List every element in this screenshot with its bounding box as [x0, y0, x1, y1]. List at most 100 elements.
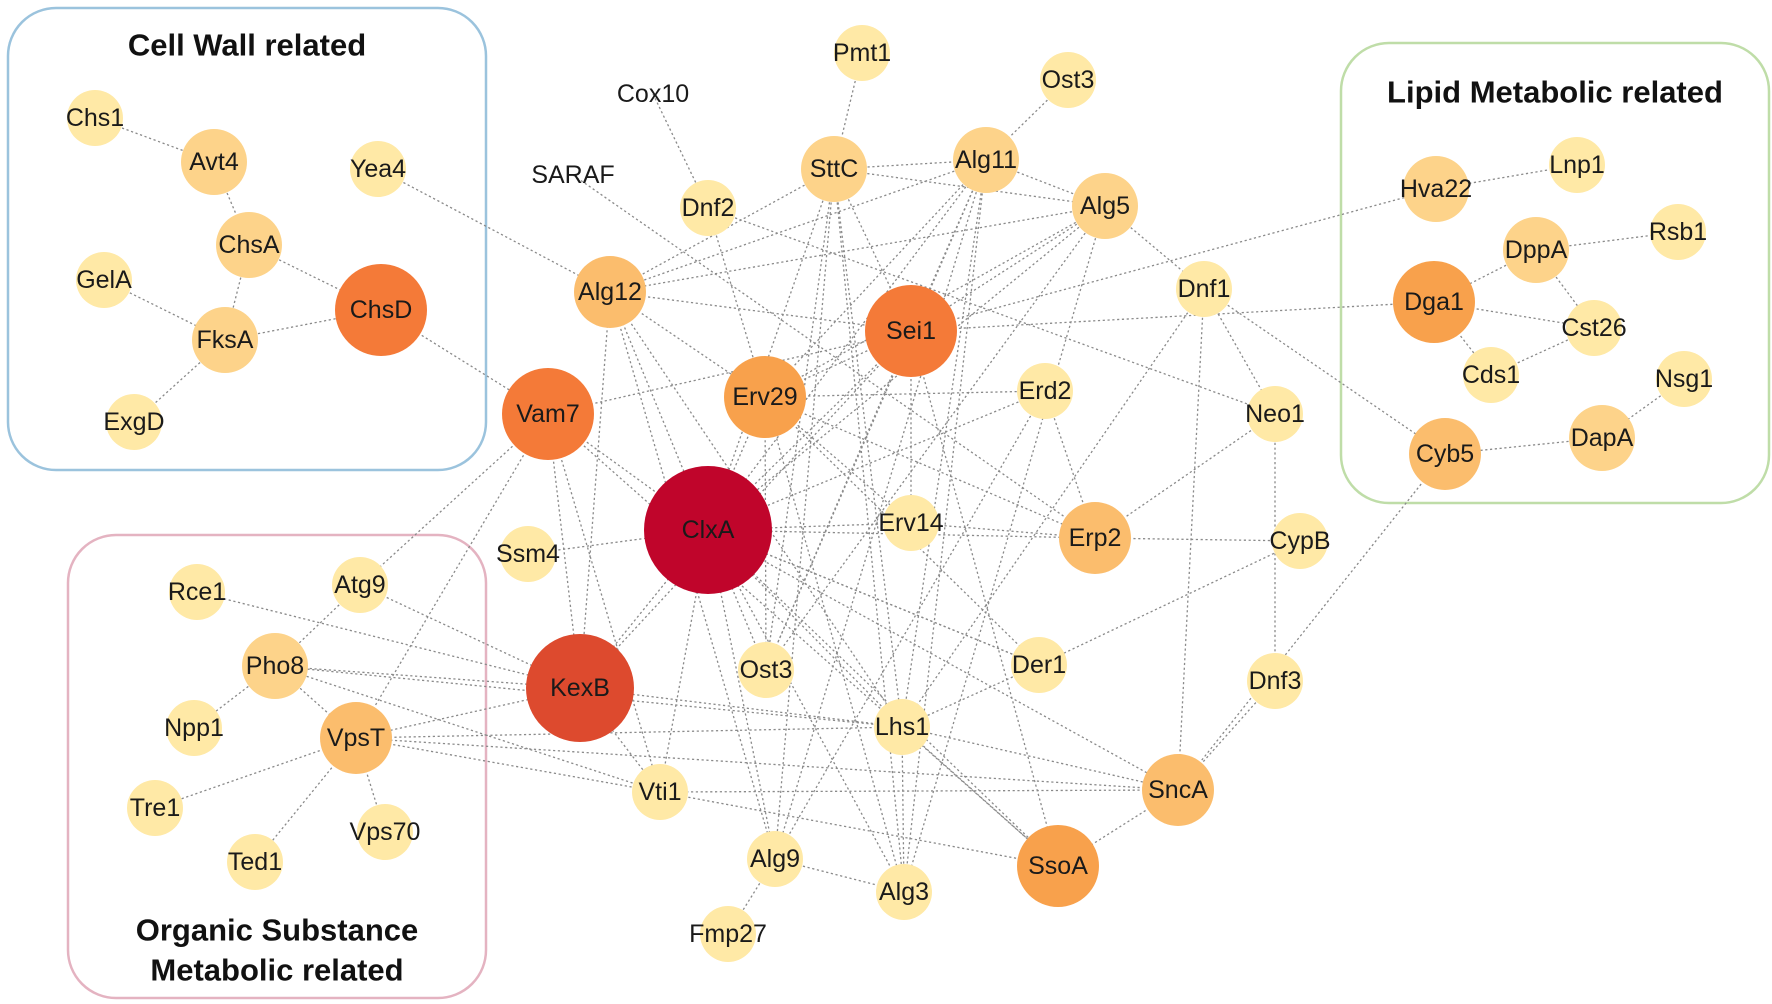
node-ted1[interactable]: Ted1: [227, 834, 283, 890]
edge-clxa-snca: [707, 529, 1179, 791]
node-ost3a[interactable]: Ost3: [1040, 52, 1096, 108]
node-circle-der1: [1011, 637, 1067, 693]
node-dnf2[interactable]: Dnf2: [680, 180, 736, 236]
edge-sttc-alg9: [774, 168, 835, 860]
node-cds1[interactable]: Cds1: [1462, 347, 1520, 403]
node-der1[interactable]: Der1: [1011, 637, 1067, 693]
node-circle-kexb: [526, 634, 634, 742]
edge-snca-vti1: [659, 789, 1179, 793]
node-label-snca: SncA: [1148, 776, 1208, 804]
node-circle-dppa: [1503, 217, 1569, 283]
node-vpst[interactable]: VpsT: [320, 702, 392, 774]
node-ost3b[interactable]: Ost3: [738, 642, 794, 698]
node-snca[interactable]: SncA: [1142, 754, 1214, 826]
node-clxa[interactable]: ClxA: [644, 466, 772, 594]
node-saraf[interactable]: SARAF: [531, 161, 614, 189]
edge-alg5-alg12: [609, 205, 1106, 293]
node-ssm4[interactable]: Ssm4: [496, 526, 560, 582]
node-cypb[interactable]: CypB: [1269, 513, 1331, 569]
node-label-avt4: Avt4: [189, 148, 239, 176]
node-circle-dnf1: [1176, 261, 1232, 317]
node-label-lhs1: Lhs1: [875, 713, 929, 741]
node-nsg1[interactable]: Nsg1: [1655, 351, 1713, 407]
edge-alg11-erv29: [764, 159, 987, 398]
node-label-erv14: Erv14: [878, 509, 943, 537]
node-erv14[interactable]: Erv14: [878, 495, 944, 551]
edge-lhs1-pho8: [274, 665, 903, 728]
node-label-alg9: Alg9: [750, 845, 800, 873]
node-circle-alg12: [574, 256, 646, 328]
node-yea4[interactable]: Yea4: [350, 141, 406, 197]
node-chs1[interactable]: Chs1: [66, 90, 124, 146]
node-pmt1[interactable]: Pmt1: [833, 25, 891, 81]
edge-alg11-lhs1: [901, 159, 987, 728]
node-circle-snca: [1142, 754, 1214, 826]
node-dnf1[interactable]: Dnf1: [1176, 261, 1232, 317]
node-circle-ost3a: [1040, 52, 1096, 108]
node-vps70[interactable]: Vps70: [350, 804, 421, 860]
node-dppa[interactable]: DppA: [1503, 217, 1569, 283]
node-circle-chsa: [216, 212, 282, 278]
node-erv29[interactable]: Erv29: [724, 356, 806, 438]
node-kexb[interactable]: KexB: [526, 634, 634, 742]
node-tre1[interactable]: Tre1: [127, 780, 183, 836]
node-avt4[interactable]: Avt4: [181, 129, 247, 195]
node-cyb5[interactable]: Cyb5: [1409, 418, 1481, 490]
node-label-dnf3: Dnf3: [1249, 667, 1302, 695]
node-alg12[interactable]: Alg12: [574, 256, 646, 328]
node-fmp27[interactable]: Fmp27: [689, 906, 767, 962]
node-chsa[interactable]: ChsA: [216, 212, 282, 278]
node-label-ssm4: Ssm4: [496, 540, 560, 568]
node-label-dga1: Dga1: [1404, 288, 1464, 316]
node-circle-ssm4: [500, 526, 556, 582]
edge-sei1-ssoa: [910, 330, 1059, 867]
node-sttc[interactable]: SttC: [801, 136, 867, 202]
node-hva22[interactable]: Hva22: [1400, 156, 1472, 222]
node-gela[interactable]: GelA: [76, 252, 132, 308]
edge-dnf1-cyb5: [1203, 288, 1446, 455]
node-circle-alg11: [953, 127, 1019, 193]
node-circle-rsb1: [1650, 204, 1706, 260]
node-circle-lnp1: [1549, 137, 1605, 193]
node-exgd[interactable]: ExgD: [103, 394, 165, 450]
node-pho8[interactable]: Pho8: [242, 633, 308, 699]
node-circle-fksa: [192, 307, 258, 373]
node-neo1[interactable]: Neo1: [1245, 386, 1305, 442]
node-dga1[interactable]: Dga1: [1393, 261, 1475, 343]
node-sei1[interactable]: Sei1: [865, 285, 957, 377]
node-rsb1[interactable]: Rsb1: [1649, 204, 1707, 260]
node-lhs1[interactable]: Lhs1: [874, 699, 930, 755]
node-label-yea4: Yea4: [350, 155, 406, 183]
node-dapa[interactable]: DapA: [1569, 405, 1635, 471]
node-dnf3[interactable]: Dnf3: [1247, 653, 1303, 709]
node-alg3[interactable]: Alg3: [876, 864, 932, 920]
node-erd2[interactable]: Erd2: [1017, 363, 1073, 419]
node-label-rce1: Rce1: [168, 578, 226, 606]
edge-sei1-dga1: [910, 301, 1435, 332]
node-erp2[interactable]: Erp2: [1059, 502, 1131, 574]
node-cst26[interactable]: Cst26: [1561, 300, 1627, 356]
node-fksa[interactable]: FksA: [192, 307, 258, 373]
node-chsd[interactable]: ChsD: [335, 264, 427, 356]
node-circle-erd2: [1017, 363, 1073, 419]
node-ssoa[interactable]: SsoA: [1017, 825, 1099, 907]
node-atg9[interactable]: Atg9: [332, 557, 388, 613]
node-npp1[interactable]: Npp1: [164, 700, 224, 756]
node-label-cst26: Cst26: [1561, 314, 1626, 342]
node-vti1[interactable]: Vti1: [632, 764, 688, 820]
node-label-pho8: Pho8: [246, 652, 304, 680]
node-alg5[interactable]: Alg5: [1072, 173, 1138, 239]
node-label-ted1: Ted1: [228, 848, 282, 876]
node-circle-tre1: [127, 780, 183, 836]
node-circle-cypb: [1272, 513, 1328, 569]
node-cox10[interactable]: Cox10: [617, 80, 689, 108]
node-circle-fmp27: [700, 906, 756, 962]
node-vam7[interactable]: Vam7: [502, 368, 594, 460]
node-circle-exgd: [106, 394, 162, 450]
node-alg9[interactable]: Alg9: [747, 831, 803, 887]
node-rce1[interactable]: Rce1: [168, 564, 226, 620]
node-circle-cst26: [1566, 300, 1622, 356]
node-lnp1[interactable]: Lnp1: [1549, 137, 1605, 193]
node-alg11[interactable]: Alg11: [953, 127, 1019, 193]
node-label-atg9: Atg9: [334, 571, 385, 599]
